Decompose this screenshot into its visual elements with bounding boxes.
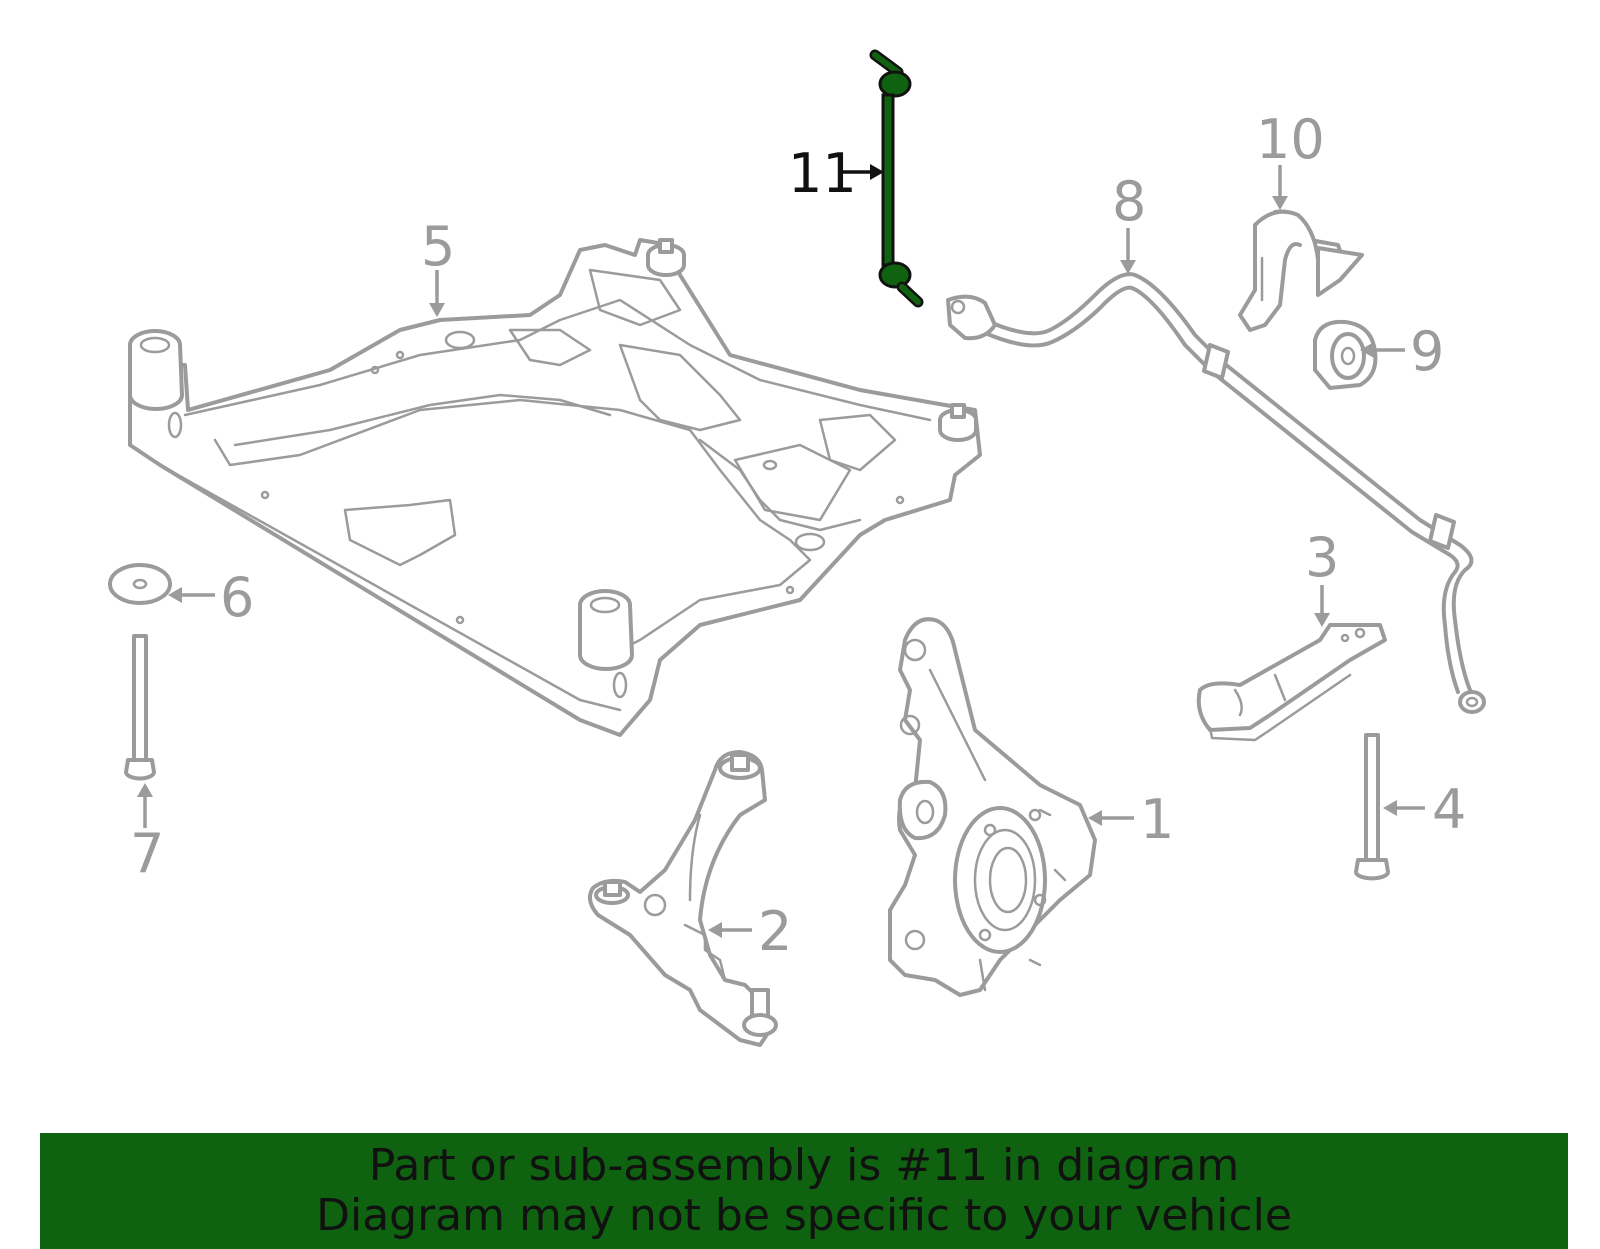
callout-7: 7 [130, 783, 164, 885]
washer-part-6 [108, 563, 172, 605]
knuckle-part-1 [888, 617, 1097, 997]
bracket-part-10 [1238, 209, 1364, 332]
callout-number-5: 5 [421, 215, 455, 278]
info-banner: Part or sub-assembly is #11 in diagram D… [40, 1133, 1568, 1249]
callout-number-10: 10 [1256, 108, 1325, 171]
callout-2: 2 [708, 900, 792, 963]
callout-number-8: 8 [1112, 170, 1146, 233]
stabilizer-link-part-11 [869, 49, 924, 308]
control-arm-part-2 [587, 750, 778, 1047]
callout-6: 6 [168, 566, 254, 629]
callout-11: 11 [788, 142, 884, 205]
banner-line-disclaimer: Diagram may not be specific to your vehi… [316, 1190, 1292, 1241]
callout-3: 3 [1305, 526, 1339, 627]
subframe-part-5 [128, 238, 982, 737]
callout-10: 10 [1256, 108, 1325, 210]
stabilizer-bar-part-8 [946, 272, 1486, 714]
callout-number-6: 6 [220, 566, 254, 629]
callout-5: 5 [421, 215, 455, 317]
callout-number-4: 4 [1432, 778, 1466, 841]
callout-number-3: 3 [1305, 526, 1339, 589]
callout-4: 4 [1383, 778, 1466, 841]
callout-number-2: 2 [758, 900, 792, 963]
callout-number-7: 7 [130, 822, 164, 885]
callout-1: 1 [1088, 788, 1174, 851]
callout-number-11: 11 [788, 142, 857, 205]
callout-8: 8 [1112, 170, 1146, 274]
callout-9: 9 [1360, 320, 1444, 383]
callout-number-1: 1 [1140, 788, 1174, 851]
bolt-part-7 [124, 634, 156, 781]
callout-number-9: 9 [1410, 320, 1444, 383]
bolt-part-4 [1354, 733, 1390, 881]
banner-line-part-number: Part or sub-assembly is #11 in diagram [368, 1140, 1240, 1191]
bushing-part-9 [1313, 319, 1378, 390]
bracket-part-3 [1196, 623, 1387, 742]
